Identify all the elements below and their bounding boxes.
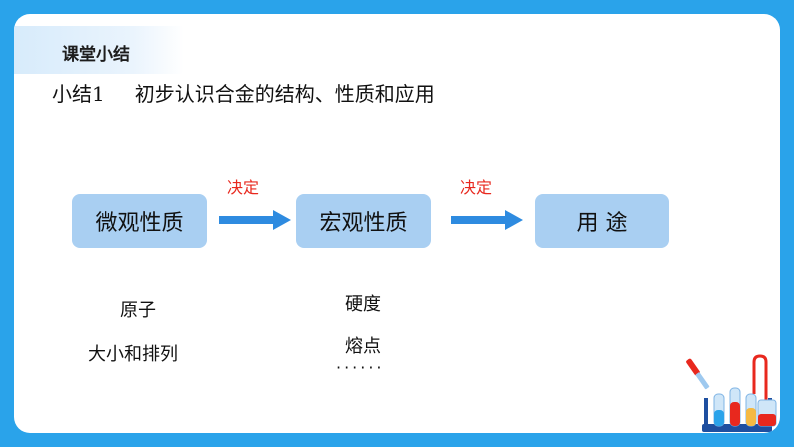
arrow2-icon [451, 210, 523, 230]
micro-note-size: 大小和排列 [88, 344, 178, 365]
arrow1-icon [219, 210, 291, 230]
uses-box: 用 途 [535, 194, 669, 248]
page-title: 课堂小结 [62, 45, 130, 65]
arrow1-label: 决定 [227, 178, 260, 197]
arrow2-label: 决定 [460, 178, 493, 197]
macro-properties-box: 宏观性质 [296, 194, 431, 248]
macro-note-melting: 熔点 [345, 336, 381, 357]
micro-properties-box: 微观性质 [72, 194, 207, 248]
title-tab [14, 26, 184, 74]
lab-equipment-icon [686, 354, 777, 432]
summary-number: 小结1 [52, 82, 105, 106]
summary-text: 初步认识合金的结构、性质和应用 [134, 82, 435, 106]
summary-line: 小结1 初步认识合金的结构、性质和应用 [52, 78, 435, 107]
macro-note-hardness: 硬度 [345, 294, 381, 315]
slide-frame: 课堂小结 小结1 初步认识合金的结构、性质和应用 微观性质 宏观性质 用 途 决定… [14, 14, 780, 433]
micro-note-atom: 原子 [120, 300, 156, 321]
macro-note-more: ······ [336, 358, 385, 377]
